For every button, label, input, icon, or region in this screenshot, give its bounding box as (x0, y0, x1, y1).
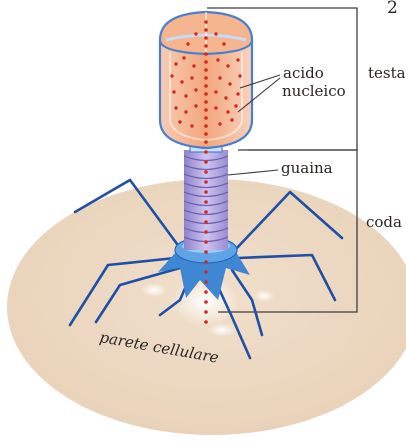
tail-sheath (184, 150, 228, 250)
label-coda: coda (366, 215, 402, 230)
label-acido: acido (283, 66, 324, 81)
contact-glow (254, 290, 274, 302)
corner-mark: 2 (387, 0, 398, 17)
label-nucleico: nucleico (282, 84, 346, 99)
label-testa: testa (368, 66, 406, 81)
label-guaina: guaina (281, 161, 333, 176)
contact-glow (141, 283, 167, 297)
contact-glow (208, 323, 236, 337)
